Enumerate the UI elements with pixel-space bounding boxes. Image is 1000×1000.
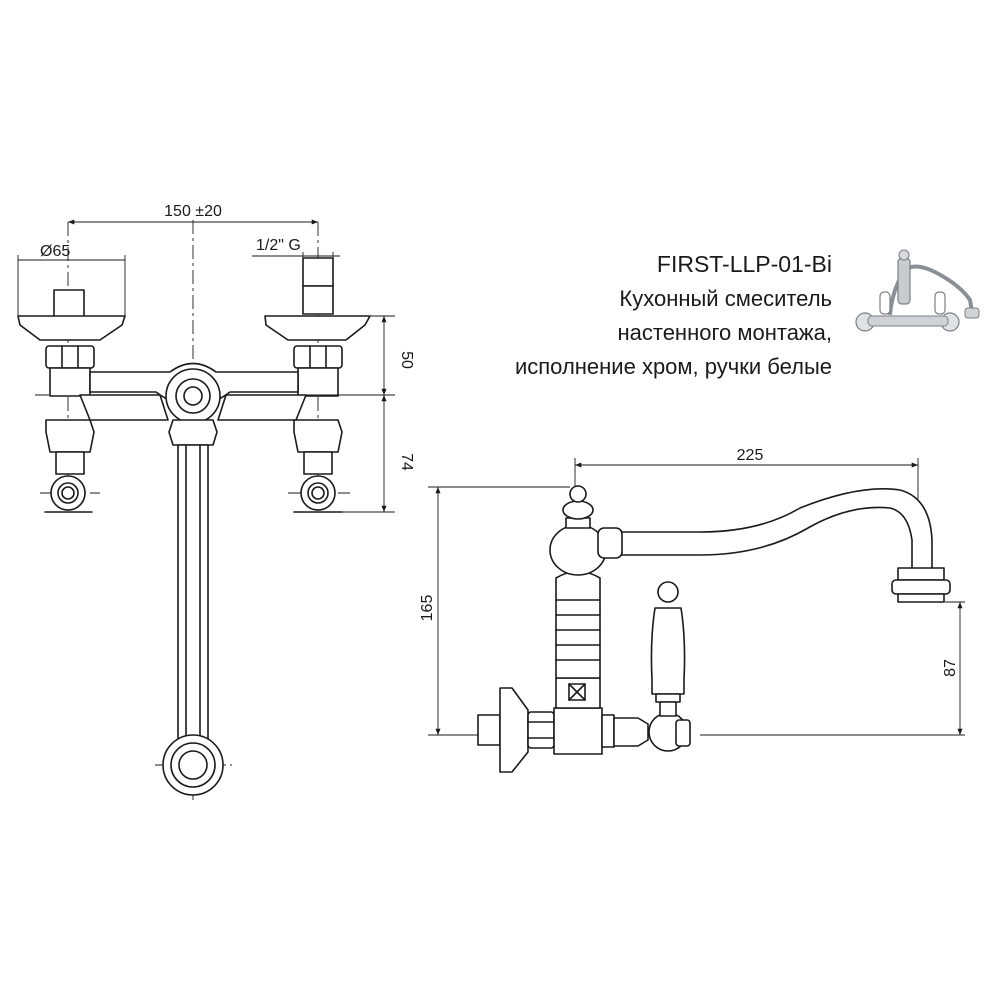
dimension-total-height-label: 165	[419, 595, 436, 622]
handle-white	[650, 581, 686, 717]
side-view: 225 165 87	[419, 447, 965, 773]
dimension-thread-label: 1/2" G	[256, 237, 301, 254]
description-line-2: настенного монтажа,	[617, 320, 832, 345]
dimension-height-top-label: 50	[398, 351, 415, 369]
left-eccentric-connector	[17, 289, 126, 513]
model-code: FIRST-LLP-01-Bi	[657, 251, 832, 277]
wall-inlet	[477, 687, 691, 773]
dimension-total-height: 165	[419, 486, 690, 736]
dimension-spout-reach-label: 225	[737, 447, 764, 464]
dimension-heights: 50 74	[300, 315, 415, 513]
dimension-diameter: Ø65	[17, 243, 126, 318]
mixer-body	[79, 362, 307, 446]
dimension-spout-height-label: 87	[942, 659, 959, 677]
dimension-width: 150 ±20	[68, 203, 318, 225]
mixer-column	[549, 485, 607, 709]
dimension-height-bottom-label: 74	[398, 453, 415, 471]
dimension-diameter-label: Ø65	[40, 243, 70, 260]
description-line-3: исполнение хром, ручки белые	[515, 354, 832, 379]
front-view: 150 ±20 Ø65 1/2" G	[17, 203, 415, 800]
description-line-1: Кухонный смеситель	[619, 286, 832, 311]
product-thumbnail	[855, 249, 980, 332]
title-block: FIRST-LLP-01-Bi Кухонный смеситель насте…	[515, 251, 832, 379]
dimension-spout-height: 87	[700, 601, 965, 736]
spout-front	[162, 444, 224, 796]
dimension-width-label: 150 ±20	[164, 203, 222, 220]
spout-side	[597, 488, 951, 603]
right-eccentric-connector	[264, 257, 371, 513]
